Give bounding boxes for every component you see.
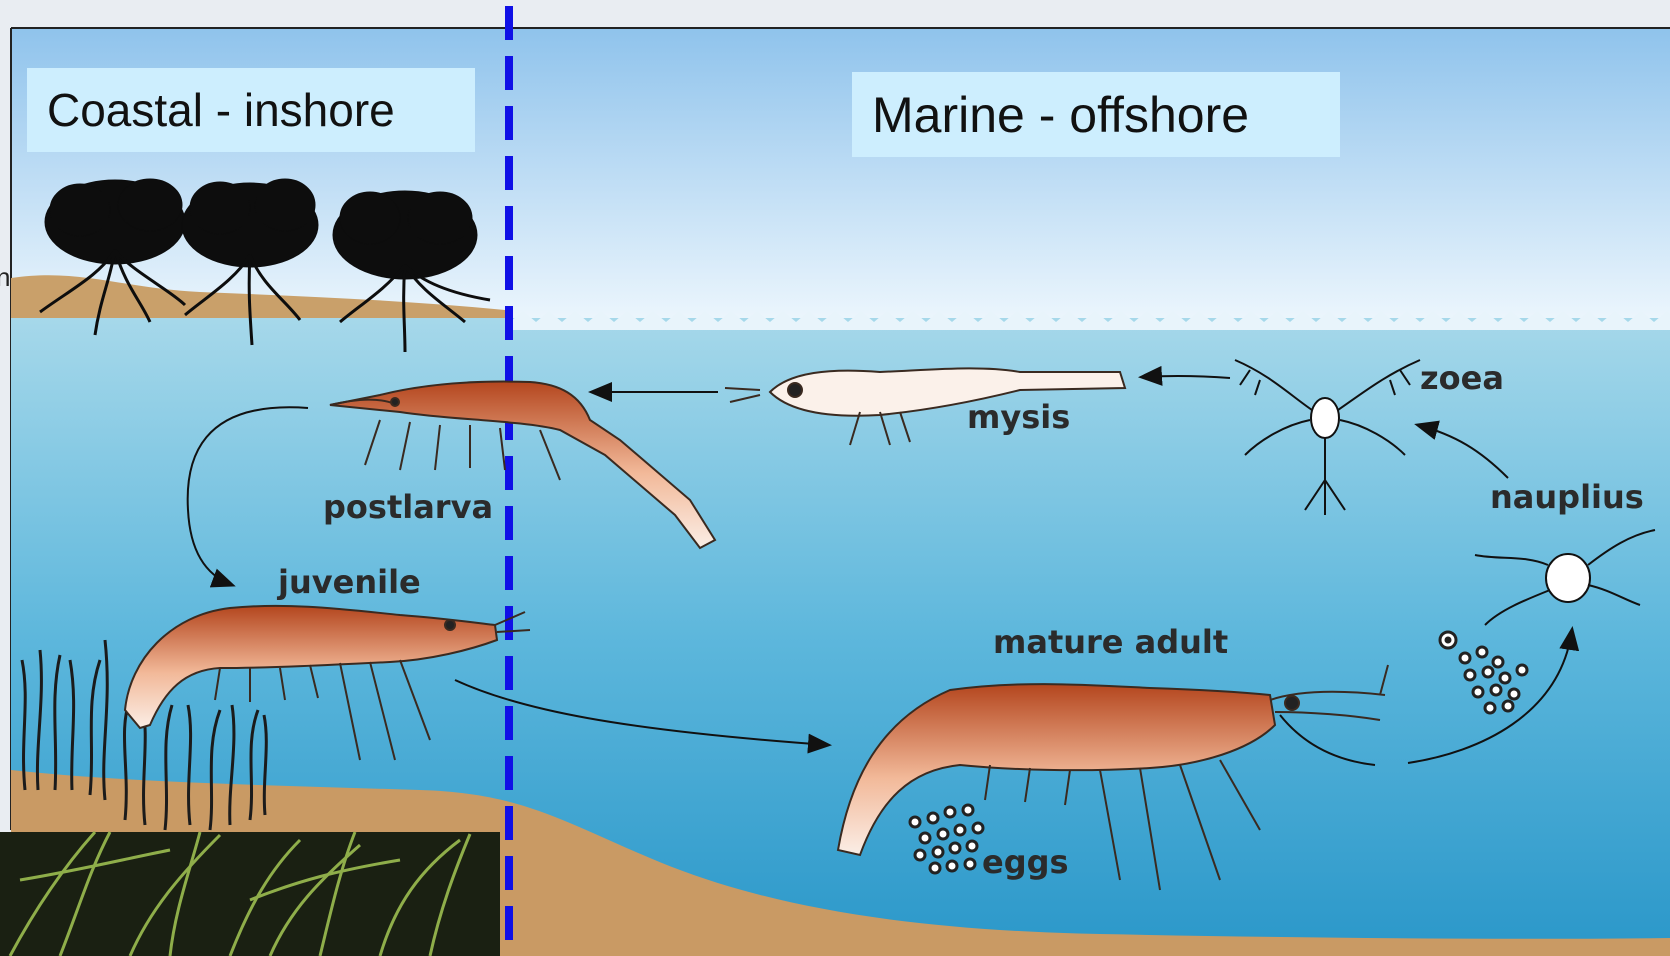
seagrass-photo-inset (0, 832, 500, 956)
zone-label-marine-offshore: Marine - offshore (852, 72, 1340, 157)
stage-label-zoea: zoea (1420, 359, 1504, 397)
stage-label-juvenile: juvenile (276, 563, 421, 601)
stage-label-mature-adult: mature adult (993, 623, 1228, 661)
stage-label-nauplius: nauplius (1490, 478, 1644, 516)
stage-label-eggs: eggs (982, 843, 1069, 881)
cropped-text-fragment: n (0, 262, 10, 292)
stage-label-postlarva: postlarva (323, 488, 493, 526)
zone-label-coastal-inshore: Coastal - inshore (27, 68, 475, 152)
stage-label-mysis: mysis (967, 398, 1070, 436)
